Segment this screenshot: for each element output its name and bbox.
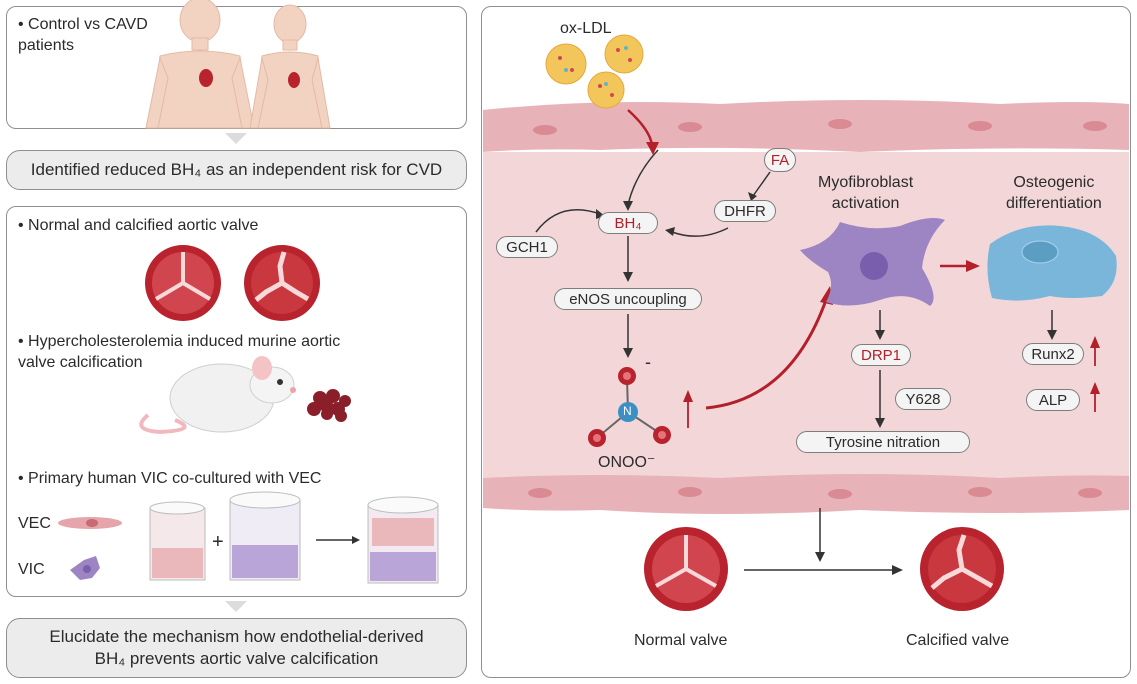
- experiments-panel: [6, 206, 467, 597]
- plus-sign: +: [212, 531, 224, 553]
- down-triangle-1: [225, 133, 247, 144]
- vic-label: VIC: [18, 561, 45, 578]
- coculture-bullet: Primary human VIC co-cultured with VEC: [18, 468, 321, 489]
- normal-valve-label: Normal valve: [634, 632, 728, 649]
- onoo-label: ONOO⁻: [598, 454, 656, 471]
- dhfr-tag: DHFR: [714, 200, 776, 222]
- runx2-tag: Runx2: [1022, 343, 1084, 365]
- ox-ldl-label: ox-LDL: [560, 20, 612, 37]
- tyrosine-tag: Tyrosine nitration: [796, 431, 970, 453]
- osteogenic-label: Osteogenic differentiation: [1006, 174, 1102, 212]
- y628-tag: Y628: [895, 388, 951, 410]
- result-pill: Identified reduced BH₄ as an independent…: [6, 150, 467, 190]
- fa-tag: FA: [764, 148, 796, 172]
- alp-tag: ALP: [1026, 389, 1080, 411]
- vec-label: VEC: [18, 515, 51, 532]
- mouse-bullet: Hypercholesterolemia induced murine aort…: [18, 331, 340, 373]
- onoo-charge: -: [645, 352, 651, 372]
- down-triangle-2: [225, 601, 247, 612]
- calcified-valve-label: Calcified valve: [906, 632, 1010, 649]
- myofibroblast-label: Myofibroblast activation: [818, 174, 914, 212]
- conclusion-pill: Elucidate the mechanism how endothelial-…: [6, 618, 467, 678]
- mechanism-panel: [481, 6, 1131, 678]
- gch1-tag: GCH1: [496, 236, 558, 258]
- enos-tag: eNOS uncoupling: [554, 288, 702, 310]
- patients-bullet: Control vs CAVD patients: [18, 14, 148, 56]
- valve-bullet: Normal and calcified aortic valve: [18, 215, 258, 236]
- drp1-tag: DRP1: [851, 344, 911, 366]
- n-atom-label: N: [623, 404, 632, 418]
- bh4-tag: BH₄: [598, 212, 658, 234]
